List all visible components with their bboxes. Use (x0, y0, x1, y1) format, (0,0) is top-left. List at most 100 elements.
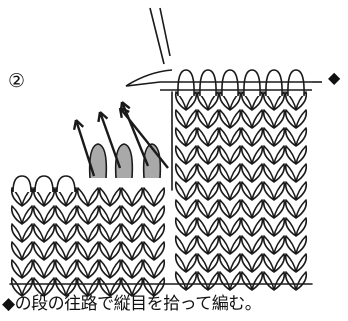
stitch (174, 181, 198, 201)
stitch (120, 205, 144, 225)
stitch (174, 199, 198, 219)
arrow-head (97, 111, 109, 123)
needle-loop (177, 69, 195, 97)
stitch (284, 199, 308, 219)
stitch (196, 181, 220, 201)
stitch (142, 241, 166, 261)
direction-arrows (72, 101, 169, 177)
stitch (218, 163, 242, 183)
stitch (262, 145, 286, 165)
direction-arrow (74, 119, 96, 177)
stitch (262, 217, 286, 237)
stitch (174, 235, 198, 255)
stitch (54, 205, 78, 225)
stitch (54, 259, 78, 279)
stitch (262, 253, 286, 273)
stitch (142, 259, 166, 279)
stitch (262, 235, 286, 255)
stitch (262, 127, 286, 147)
caption: ◆の段の往路で縦目を拾って編む。 (2, 294, 262, 314)
stitch (284, 253, 308, 273)
stitch (174, 253, 198, 273)
stitch (98, 187, 122, 207)
needle-shaft-inner (159, 7, 171, 57)
stitch (262, 271, 286, 291)
stitch (218, 91, 242, 111)
stitch (120, 223, 144, 243)
needle-loop (221, 69, 239, 97)
stitch (196, 127, 220, 147)
stitch (240, 91, 264, 111)
stitch (284, 217, 308, 237)
stitch (240, 235, 264, 255)
stitch (142, 187, 166, 207)
stitch (76, 187, 100, 207)
stitch (262, 109, 286, 129)
stitch (32, 259, 56, 279)
stitch (196, 163, 220, 183)
stitch (120, 259, 144, 279)
stitch (10, 223, 34, 243)
stitch (120, 187, 144, 207)
top-loop (34, 175, 54, 193)
stitch (218, 235, 242, 255)
stitch (76, 241, 100, 261)
stitch (196, 217, 220, 237)
stitch (54, 241, 78, 261)
stitch (196, 91, 220, 111)
stitch (218, 199, 242, 219)
stitch (32, 223, 56, 243)
stitch (284, 145, 308, 165)
stitch (54, 223, 78, 243)
stitch (10, 259, 34, 279)
stitch (262, 199, 286, 219)
row-marker: ◆ (328, 68, 341, 87)
stitch (262, 181, 286, 201)
stitch (218, 109, 242, 129)
stitch (284, 181, 308, 201)
stitch (32, 241, 56, 261)
stitch (76, 259, 100, 279)
stitch (10, 241, 34, 261)
top-loop (12, 175, 32, 193)
stitch (174, 163, 198, 183)
picked-loop (114, 143, 134, 179)
needle-tip (125, 69, 312, 87)
stitch (196, 271, 220, 291)
picked-up-loops (88, 143, 162, 179)
stitch (240, 199, 264, 219)
stitch (240, 163, 264, 183)
stitch (142, 223, 166, 243)
stitch (196, 253, 220, 273)
stitch (240, 127, 264, 147)
stitch (98, 205, 122, 225)
stitch (284, 163, 308, 183)
stitch (174, 109, 198, 129)
stitch (10, 187, 34, 207)
needle-loop (265, 69, 283, 97)
knitting-needle (125, 7, 322, 91)
arrow-head (72, 119, 85, 131)
direction-arrow (98, 111, 122, 169)
stitch (262, 163, 286, 183)
stitch (120, 241, 144, 261)
direction-arrow (120, 101, 150, 167)
step-number: ② (8, 70, 26, 92)
stitch (196, 145, 220, 165)
needle-loop (243, 69, 261, 97)
stitch (10, 205, 34, 225)
stitch (174, 217, 198, 237)
stitch (218, 217, 242, 237)
stitch (54, 187, 78, 207)
needle-loop (199, 69, 217, 97)
stitch (218, 253, 242, 273)
needle-loop (287, 69, 305, 97)
direction-arrow (119, 107, 169, 169)
stitch (284, 109, 308, 129)
stitch (240, 109, 264, 129)
stitch (218, 145, 242, 165)
stitch (240, 181, 264, 201)
stitch (174, 145, 198, 165)
stitch (218, 271, 242, 291)
